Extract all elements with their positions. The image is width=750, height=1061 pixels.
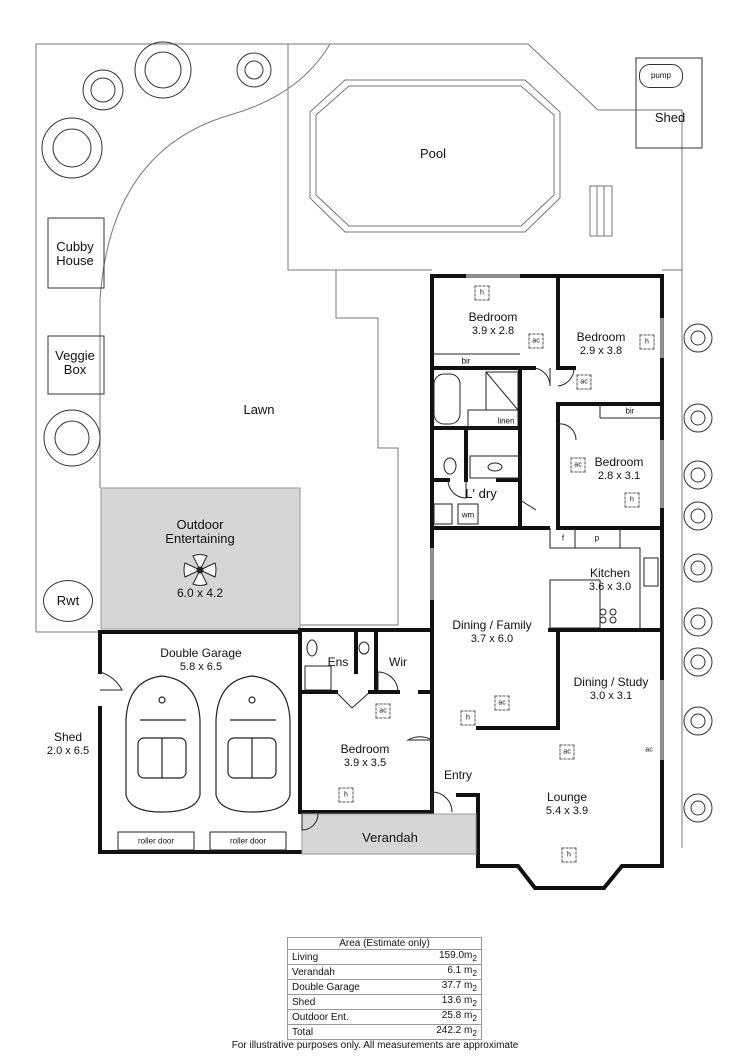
roller-door bbox=[209, 831, 287, 851]
ac-icon: ac bbox=[559, 744, 575, 760]
verandah bbox=[301, 813, 477, 855]
roller-door-label: roller door bbox=[137, 836, 175, 846]
car-icon bbox=[215, 675, 291, 813]
lawn-path bbox=[99, 43, 331, 488]
pump-label: pump bbox=[639, 64, 683, 88]
rwt-label: Rwt bbox=[43, 580, 93, 622]
tree bbox=[683, 793, 713, 823]
tree bbox=[236, 52, 272, 88]
shed-top bbox=[635, 57, 703, 149]
roller-door-label-2: roller door bbox=[229, 836, 267, 846]
shed-top-label: Shed bbox=[654, 110, 686, 125]
verandah-label: Verandah bbox=[362, 830, 418, 845]
tree bbox=[41, 117, 103, 179]
trees bbox=[41, 41, 713, 823]
tree bbox=[683, 647, 713, 677]
tree bbox=[683, 460, 713, 490]
ac-icon: ac bbox=[494, 695, 510, 711]
pool-outer bbox=[309, 79, 561, 233]
ensuite-label: Ens bbox=[327, 655, 349, 669]
toilet-icon bbox=[443, 457, 457, 475]
tree bbox=[683, 323, 713, 353]
property-boundary bbox=[35, 43, 683, 848]
ac-icon: ac bbox=[576, 374, 592, 390]
tree bbox=[683, 553, 713, 583]
area-table-title: Area (Estimate only) bbox=[287, 937, 482, 950]
disclaimer: For illustrative purposes only. All meas… bbox=[231, 1040, 519, 1051]
cubby-house bbox=[47, 217, 105, 289]
cubby-house-label: Cubby House bbox=[56, 239, 94, 268]
fridge-label: f bbox=[561, 533, 565, 543]
ac-icon: ac bbox=[375, 703, 391, 719]
heater-icon: h bbox=[460, 710, 476, 726]
outdoor-entertaining-dim: 6.0 x 4.2 bbox=[176, 586, 224, 600]
tree bbox=[82, 69, 124, 111]
tree bbox=[683, 706, 713, 736]
ac-icon: ac bbox=[642, 743, 656, 757]
entry-label: Entry bbox=[443, 768, 473, 782]
heater-icon: h bbox=[639, 334, 655, 350]
ac-icon: ac bbox=[528, 333, 544, 349]
veggie-box-label: Veggie Box bbox=[55, 348, 95, 377]
veggie-box bbox=[47, 335, 105, 395]
tree bbox=[134, 41, 192, 99]
tree bbox=[683, 501, 713, 531]
tree bbox=[683, 607, 713, 637]
pantry-label: p bbox=[594, 533, 600, 543]
heater-icon: h bbox=[561, 847, 577, 863]
lawn-label: Lawn bbox=[243, 402, 275, 417]
roller-door bbox=[117, 831, 195, 851]
wm-label: wm bbox=[461, 510, 475, 520]
lawn-edge bbox=[287, 44, 399, 626]
bath-icon bbox=[433, 373, 461, 425]
bir-label-2: bir bbox=[625, 406, 635, 416]
heater-icon: h bbox=[338, 787, 354, 803]
steps bbox=[589, 185, 613, 237]
table-row: Outdoor Ent.25.8 m2 bbox=[287, 1009, 482, 1025]
ac-icon: ac bbox=[570, 457, 586, 473]
ceiling-fan-icon bbox=[183, 554, 217, 586]
laundry-label: L' dry bbox=[465, 486, 497, 501]
heater-icon: h bbox=[624, 492, 640, 508]
garage-wall bbox=[98, 630, 302, 674]
tree bbox=[683, 403, 713, 433]
cooktop-icon bbox=[599, 608, 617, 624]
car-icon bbox=[125, 675, 201, 813]
outdoor-entertaining-label: Outdoor Entertaining bbox=[165, 517, 235, 546]
heater-icon: h bbox=[474, 285, 490, 301]
linen-label: linen bbox=[497, 416, 515, 426]
wir-label: Wir bbox=[389, 655, 407, 669]
tree bbox=[43, 409, 101, 467]
basin-icon bbox=[487, 462, 503, 472]
pool-inner bbox=[315, 85, 555, 227]
sink-icon bbox=[643, 557, 659, 587]
bir-label: bir bbox=[461, 356, 471, 366]
pool-label: Pool bbox=[419, 146, 447, 161]
